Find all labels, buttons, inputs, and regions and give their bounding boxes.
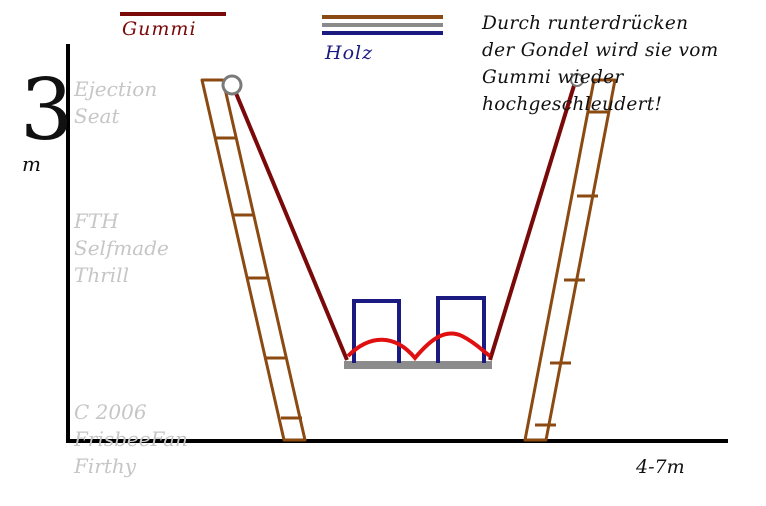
watermark-credit: C 2006 FrisbeeFan Firthy [74,400,188,478]
right-tower [523,78,617,442]
right-anchor-ring [570,73,584,87]
left-tower [200,78,307,442]
height-value: 3 [20,61,74,159]
left-rubber-band [231,85,349,361]
left-anchor-ring [221,74,243,96]
legend-holz-label: Holz [325,42,374,64]
height-unit: m [22,152,41,176]
watermark-name: Ejection Seat [74,77,158,128]
left-seat-frame [352,299,401,363]
legend-gummi-label: Gummi [122,18,197,40]
gondola [344,296,492,369]
seat-spring [346,331,492,362]
watermark-brand: FTH Selfmade Thrill [74,209,169,287]
right-rubber-band [488,78,578,361]
right-seat-frame [436,296,486,363]
width-label: 4-7m [636,456,685,478]
description-text: Durch runterdrücken der Gondel wird sie … [482,13,719,115]
